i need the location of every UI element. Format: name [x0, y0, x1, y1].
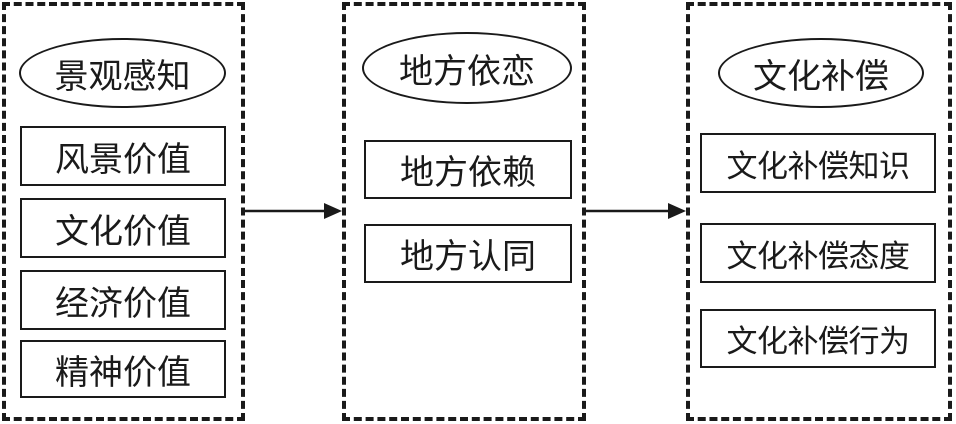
node-scenic-value: 风景价值 — [20, 126, 226, 186]
node-economic-value: 经济价值 — [20, 270, 226, 330]
group-title-landscape-perception: 景观感知 — [19, 38, 226, 108]
arrow-head-1 — [324, 203, 342, 219]
node-place-identity: 地方认同 — [364, 224, 572, 283]
node-compensation-attitude: 文化补偿态度 — [700, 223, 936, 283]
group-title-place-attachment: 地方依恋 — [362, 32, 572, 104]
node-place-dependence: 地方依赖 — [364, 140, 572, 199]
group-title-cultural-compensation: 文化补偿 — [718, 38, 924, 108]
node-spiritual-value: 精神价值 — [20, 340, 226, 398]
arrow-head-2 — [668, 203, 686, 219]
node-compensation-knowledge: 文化补偿知识 — [700, 133, 936, 193]
node-compensation-behavior: 文化补偿行为 — [700, 309, 936, 368]
node-cultural-value: 文化价值 — [20, 198, 226, 258]
